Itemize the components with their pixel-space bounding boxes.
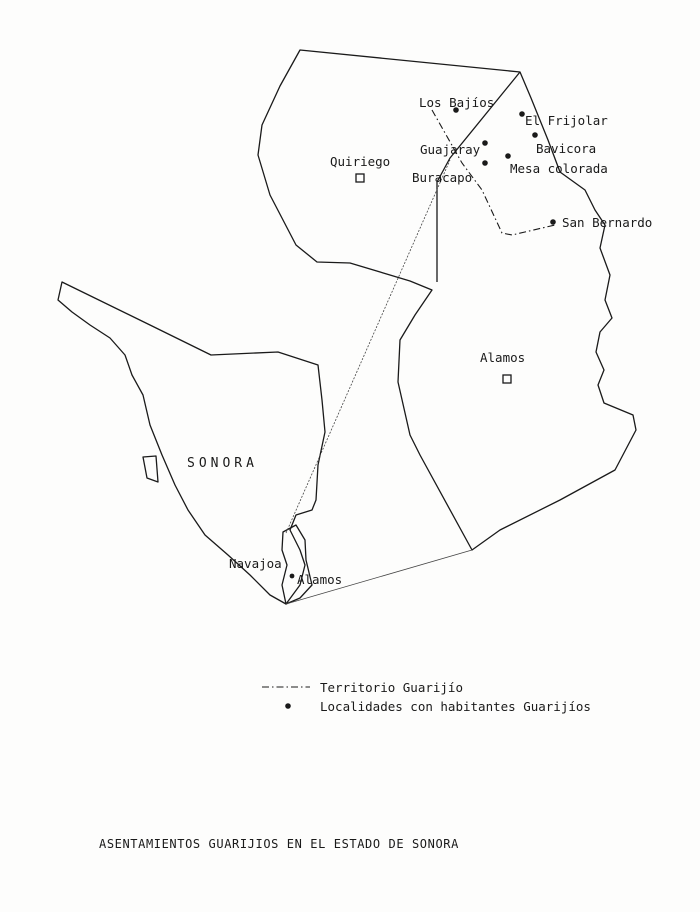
san-bernardo-dot [550, 219, 556, 225]
inset-municipality-outline [281, 524, 313, 605]
legend-locality-symbol [285, 703, 291, 709]
los-bajios-dot [453, 107, 459, 113]
alamos-seat-marker [502, 374, 512, 384]
enlarged-region-outline [257, 49, 637, 551]
buracapo-dot [482, 160, 488, 166]
alamos-label: Alamos [480, 350, 525, 365]
bavicora-label: Bavicora [536, 141, 596, 156]
buracapo-label: Buracapo [412, 170, 472, 185]
alamos-inset-label: Alamos [297, 572, 342, 587]
guajaray-label: Guajaray [420, 142, 481, 157]
guarijio-territory-boundary [431, 109, 556, 236]
coastal-island [142, 455, 159, 483]
los-bajios-label: Los Bajíos [419, 95, 494, 110]
mesa-colorada-label: Mesa colorada [510, 161, 608, 176]
legend: Territorio Guarijío Localidades con habi… [262, 680, 591, 714]
quiriego-label: Quiriego [330, 154, 390, 169]
el-frijolar-dot [519, 111, 525, 117]
alamos-inset-dot [289, 573, 295, 579]
projection-line-lower [285, 549, 473, 605]
mesa-colorada-dot [505, 153, 511, 159]
projection-line-upper [285, 159, 451, 534]
sonora-outline [57, 281, 326, 605]
municipal-boundary [436, 71, 521, 282]
bavicora-dot [532, 132, 538, 138]
legend-territory-label: Territorio Guarijío [320, 680, 463, 695]
sonora-label: SONORA [187, 456, 258, 471]
guajaray-dot [482, 140, 488, 146]
legend-localities-label: Localidades con habitantes Guarijíos [320, 699, 591, 714]
navajoa-label: Navajoa [229, 556, 282, 571]
quiriego-seat-marker [355, 173, 365, 183]
map-caption: ASENTAMIENTOS GUARIJIOS EN EL ESTADO DE … [99, 837, 459, 851]
san-bernardo-label: San Bernardo [562, 215, 652, 230]
el-frijolar-label: El Frijolar [525, 113, 608, 128]
